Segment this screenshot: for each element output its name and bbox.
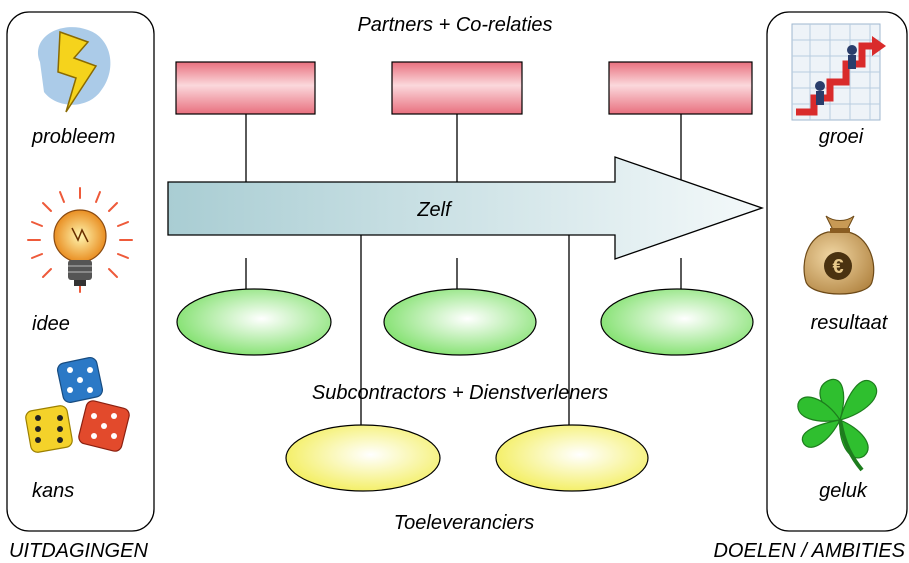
self-arrow bbox=[167, 156, 764, 260]
partners-label: Partners + Co-relaties bbox=[357, 14, 552, 36]
challenge-label-probleem: probleem bbox=[31, 126, 115, 148]
light-bulb-icon bbox=[27, 187, 133, 293]
goal-label-geluk: geluk bbox=[819, 480, 868, 502]
challenge-label-idee: idee bbox=[32, 313, 70, 335]
arrow-label: Zelf bbox=[416, 199, 453, 221]
supplier-ellipses bbox=[285, 424, 649, 492]
money-bag-icon: € bbox=[803, 215, 875, 295]
partner-box bbox=[391, 61, 523, 115]
subcontractor-ellipse bbox=[383, 288, 537, 356]
right-panel-footer: DOELEN / AMBITIES bbox=[713, 540, 905, 562]
four-leaf-clover-icon bbox=[797, 378, 878, 472]
challenge-label-kans: kans bbox=[32, 480, 74, 502]
supplier-ellipse bbox=[495, 424, 649, 492]
left-panel-footer: UITDAGINGEN bbox=[9, 540, 148, 562]
partner-box bbox=[175, 61, 316, 115]
partner-box bbox=[608, 61, 753, 115]
subcontractors-label: Subcontractors + Dienstverleners bbox=[312, 382, 608, 404]
subcontractor-ellipse bbox=[600, 288, 754, 356]
suppliers-label: Toeleveranciers bbox=[394, 512, 534, 534]
lightning-bolt-icon bbox=[38, 27, 111, 113]
subcontractor-ellipses bbox=[176, 288, 754, 356]
partner-boxes bbox=[175, 61, 753, 115]
supplier-ellipse bbox=[285, 424, 441, 492]
svg-text:€: € bbox=[832, 256, 843, 278]
goal-label-resultaat: resultaat bbox=[811, 312, 889, 334]
growth-chart-icon bbox=[791, 23, 886, 121]
goal-label-groei: groei bbox=[819, 126, 864, 148]
dice-icon bbox=[25, 356, 130, 453]
subcontractor-ellipse bbox=[176, 288, 332, 356]
connector-lines bbox=[245, 114, 682, 426]
